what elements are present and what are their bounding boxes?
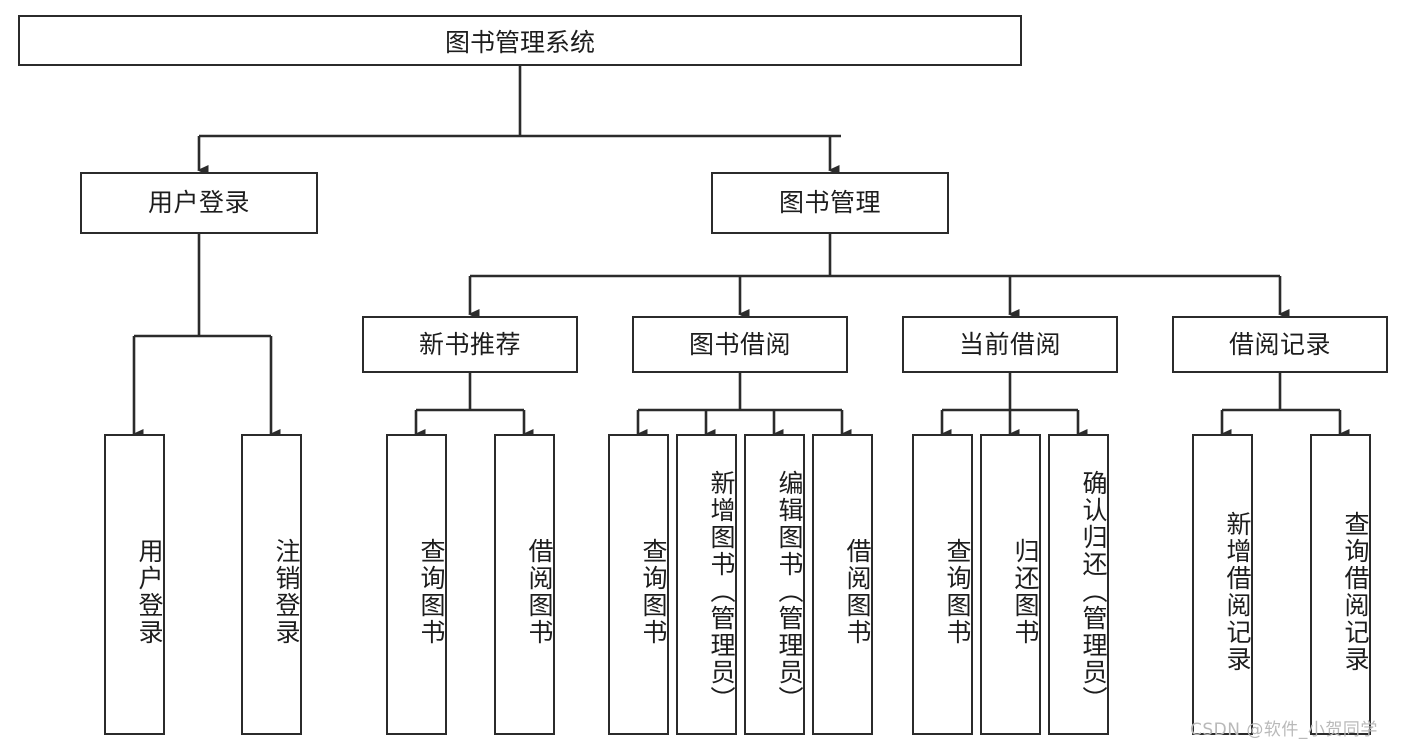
leaf-book-borrow-add[interactable]: 新增图书（管理员） bbox=[676, 434, 737, 735]
leaf-current-borrow-return[interactable]: 归还图书 bbox=[980, 434, 1041, 735]
csdn-watermark: CSDN @软件_小贺同学 bbox=[1190, 720, 1378, 740]
node-label: 图书管理系统 bbox=[444, 27, 595, 57]
node-label: 确认归还（管理员） bbox=[1079, 470, 1108, 713]
node-label: 用户登录 bbox=[135, 537, 164, 646]
leaf-current-borrow-confirm-return[interactable]: 确认归还（管理员） bbox=[1048, 434, 1109, 735]
node-label: 查询图书 bbox=[943, 537, 972, 646]
node-label: 归还图书 bbox=[1011, 537, 1040, 646]
node-user-login[interactable]: 用户登录 bbox=[80, 172, 318, 234]
leaf-current-borrow-query[interactable]: 查询图书 bbox=[912, 434, 973, 735]
node-label: 借阅记录 bbox=[1228, 329, 1331, 359]
node-label: 查询图书 bbox=[417, 537, 446, 646]
node-label: 新增借阅记录 bbox=[1223, 510, 1252, 673]
node-root-system[interactable]: 图书管理系统 bbox=[18, 15, 1022, 66]
node-book-management[interactable]: 图书管理 bbox=[711, 172, 949, 234]
leaf-borrow-record-query[interactable]: 查询借阅记录 bbox=[1310, 434, 1371, 735]
leaf-book-borrow-edit[interactable]: 编辑图书（管理员） bbox=[744, 434, 805, 735]
node-label: 借阅图书 bbox=[843, 537, 872, 646]
node-new-book-recommend[interactable]: 新书推荐 bbox=[362, 316, 578, 373]
node-label: 新增图书（管理员） bbox=[707, 470, 736, 713]
leaf-new-book-query[interactable]: 查询图书 bbox=[386, 434, 447, 735]
node-label: 当前借阅 bbox=[958, 329, 1061, 359]
node-label: 图书借阅 bbox=[688, 329, 791, 359]
node-book-borrow[interactable]: 图书借阅 bbox=[632, 316, 848, 373]
node-label: 查询借阅记录 bbox=[1341, 510, 1370, 673]
node-label: 图书管理 bbox=[778, 188, 881, 217]
leaf-book-borrow-borrow[interactable]: 借阅图书 bbox=[812, 434, 873, 735]
node-current-borrow[interactable]: 当前借阅 bbox=[902, 316, 1118, 373]
leaf-user-login-login[interactable]: 用户登录 bbox=[104, 434, 165, 735]
node-label: 查询图书 bbox=[639, 537, 668, 646]
node-label: 注销登录 bbox=[272, 537, 301, 646]
leaf-borrow-record-add[interactable]: 新增借阅记录 bbox=[1192, 434, 1253, 735]
node-label: 编辑图书（管理员） bbox=[775, 470, 804, 713]
leaf-book-borrow-query[interactable]: 查询图书 bbox=[608, 434, 669, 735]
node-borrow-record[interactable]: 借阅记录 bbox=[1172, 316, 1388, 373]
node-label: 新书推荐 bbox=[418, 329, 521, 359]
node-label: 借阅图书 bbox=[525, 537, 554, 646]
leaf-user-login-logout[interactable]: 注销登录 bbox=[241, 434, 302, 735]
node-label: 用户登录 bbox=[147, 188, 250, 217]
leaf-new-book-borrow[interactable]: 借阅图书 bbox=[494, 434, 555, 735]
